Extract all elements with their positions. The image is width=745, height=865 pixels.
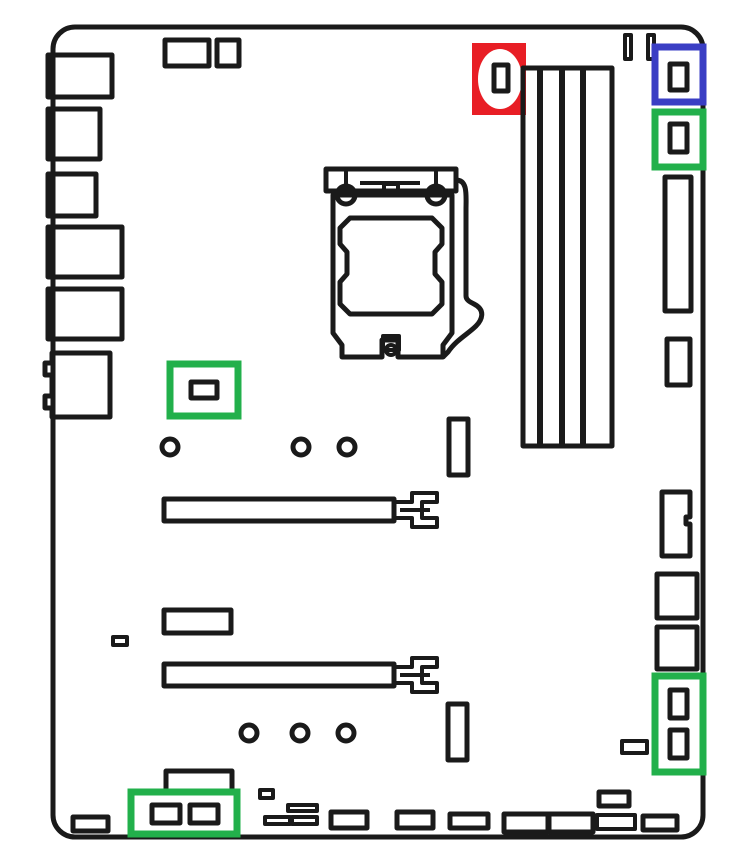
highlight-green-box (651, 108, 707, 171)
bottom-header (546, 811, 596, 835)
dimm-slot (580, 68, 586, 446)
rear-io-connector (45, 224, 125, 280)
cpu-socket (323, 166, 485, 360)
highlight-green-box (166, 360, 242, 420)
cpu-socket-notch (382, 182, 400, 196)
bottom-header (328, 809, 370, 831)
cpu-socket-latch-pin (384, 343, 398, 357)
pcie-slot-1 (161, 491, 439, 529)
mounting-hole (290, 436, 312, 458)
usb-header-connector (659, 489, 693, 559)
rear-io-group (42, 52, 125, 420)
right-edge-connector (664, 336, 693, 388)
bottom-header (394, 809, 436, 831)
pcie-slot-latch (392, 656, 439, 694)
header-top-center-ring (478, 49, 522, 109)
highlight-green-box (651, 672, 707, 776)
small-component (161, 607, 234, 636)
bottom-header (70, 814, 111, 834)
small-component (111, 635, 129, 647)
sata-connector (654, 571, 700, 621)
mounting-hole (335, 722, 357, 744)
header-right-lower-pair (667, 727, 690, 761)
rear-io-audio-connector (42, 350, 113, 420)
cpu-die-outline (337, 215, 445, 317)
bottom-header (596, 789, 632, 809)
pcie-slot-2 (161, 656, 439, 694)
top-right-jumper (623, 33, 633, 61)
top-header (162, 37, 212, 69)
pcie-slot-latch (392, 491, 439, 529)
mounting-hole (336, 436, 358, 458)
header-bottom-left-pair (149, 802, 183, 826)
rear-io-connector (45, 171, 99, 219)
header-left-mid (188, 379, 220, 401)
mounting-hole (159, 436, 181, 458)
board-outline (50, 24, 706, 840)
bottom-header (286, 803, 319, 813)
highlight-green-box (127, 788, 241, 838)
rear-io-connector (45, 286, 125, 342)
bottom-header (263, 815, 292, 826)
dimm-slot (559, 68, 565, 446)
mounting-hole (289, 722, 311, 744)
header-top-center (491, 62, 511, 94)
cpu-socket-latch-notch (381, 334, 401, 352)
pcie-slot-body (161, 496, 397, 524)
bottom-header (447, 811, 491, 831)
cpu-socket-lever (441, 177, 485, 359)
bottom-header (501, 811, 551, 835)
mounting-hole (238, 722, 260, 744)
rear-io-connector (45, 52, 115, 100)
bottom-header (640, 813, 680, 833)
header-right-lower-pair (667, 687, 690, 721)
small-component (620, 739, 649, 755)
bottom-header (595, 813, 637, 831)
dimm-slot-frame (520, 65, 615, 449)
pcie-slot-body (161, 661, 397, 689)
header-top-right (667, 61, 690, 93)
atx-power-connector (662, 174, 694, 314)
header-bottom-left-pair (187, 802, 221, 826)
header-right-upper (667, 121, 690, 155)
dimm-slots (520, 65, 615, 449)
vertical-header (445, 701, 470, 763)
top-header (214, 37, 242, 69)
bottom-header (258, 788, 275, 800)
bottom-header (290, 815, 319, 826)
vertical-header (446, 416, 471, 478)
sata-connector (654, 624, 700, 672)
highlight-blue-box (651, 43, 707, 106)
dimm-slot (537, 68, 543, 446)
rear-io-connector (45, 106, 103, 162)
